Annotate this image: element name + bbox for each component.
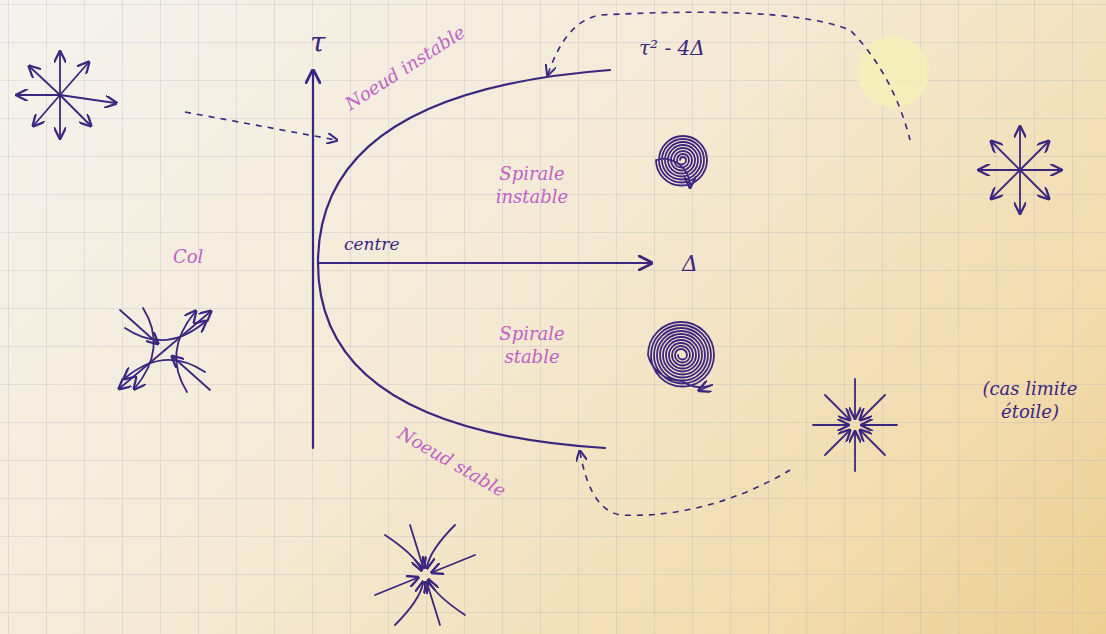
region-label: Noeud stable (393, 422, 509, 502)
region-label: Noeud instable (341, 21, 469, 115)
curve-label: τ² - 4Δ (639, 36, 705, 61)
axis-label: τ (310, 25, 326, 60)
note-label: (cas limite étoile) (965, 378, 1095, 423)
region-label: Spirale instable (487, 163, 577, 208)
axis-label: Δ (682, 250, 698, 278)
region-label: Col (173, 246, 203, 269)
region-label: Spirale stable (487, 323, 577, 368)
axis-annotation: centre (344, 234, 400, 255)
